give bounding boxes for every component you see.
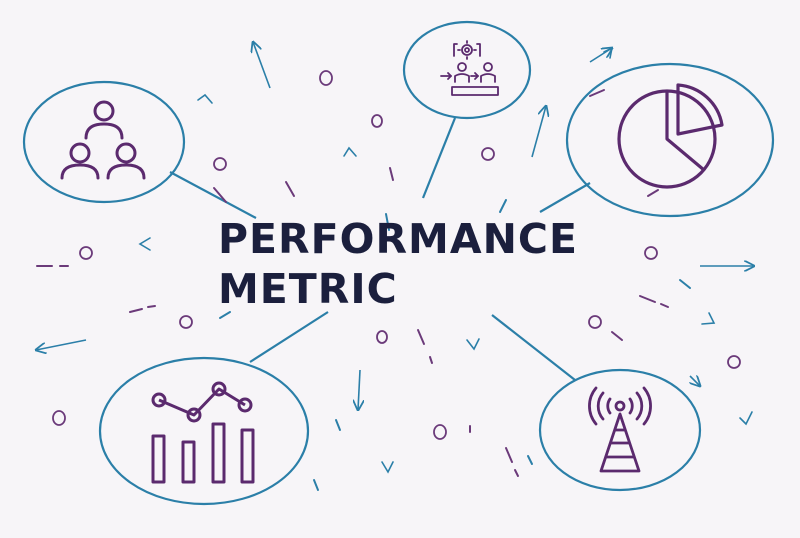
pie-chart-icon <box>617 83 724 189</box>
decor-circles <box>52 70 741 440</box>
bubble-tower <box>538 368 702 492</box>
connector-team <box>169 171 257 219</box>
bubble-team <box>22 80 186 204</box>
bubble-workflow <box>402 20 532 120</box>
decor-chevrons <box>138 46 753 474</box>
line-bar-chart-icon <box>151 381 255 484</box>
connector-pie <box>539 182 591 213</box>
workflow-process-icon <box>440 40 499 96</box>
decor-dashes <box>36 89 691 491</box>
title-line-2: METRIC <box>218 265 398 313</box>
connector-bars <box>249 311 329 363</box>
bubble-pie <box>565 62 775 218</box>
bubble-bars <box>98 356 310 506</box>
connector-workflow <box>421 117 457 199</box>
broadcast-tower-icon <box>588 386 652 473</box>
connector-lines <box>169 117 591 381</box>
decor-arrows <box>36 42 754 410</box>
title-line-1: PERFORMANCE <box>218 215 579 263</box>
team-hierarchy-icon <box>60 100 146 180</box>
connector-tower <box>491 314 576 381</box>
diagram-title: PERFORMANCE METRIC <box>218 214 578 314</box>
